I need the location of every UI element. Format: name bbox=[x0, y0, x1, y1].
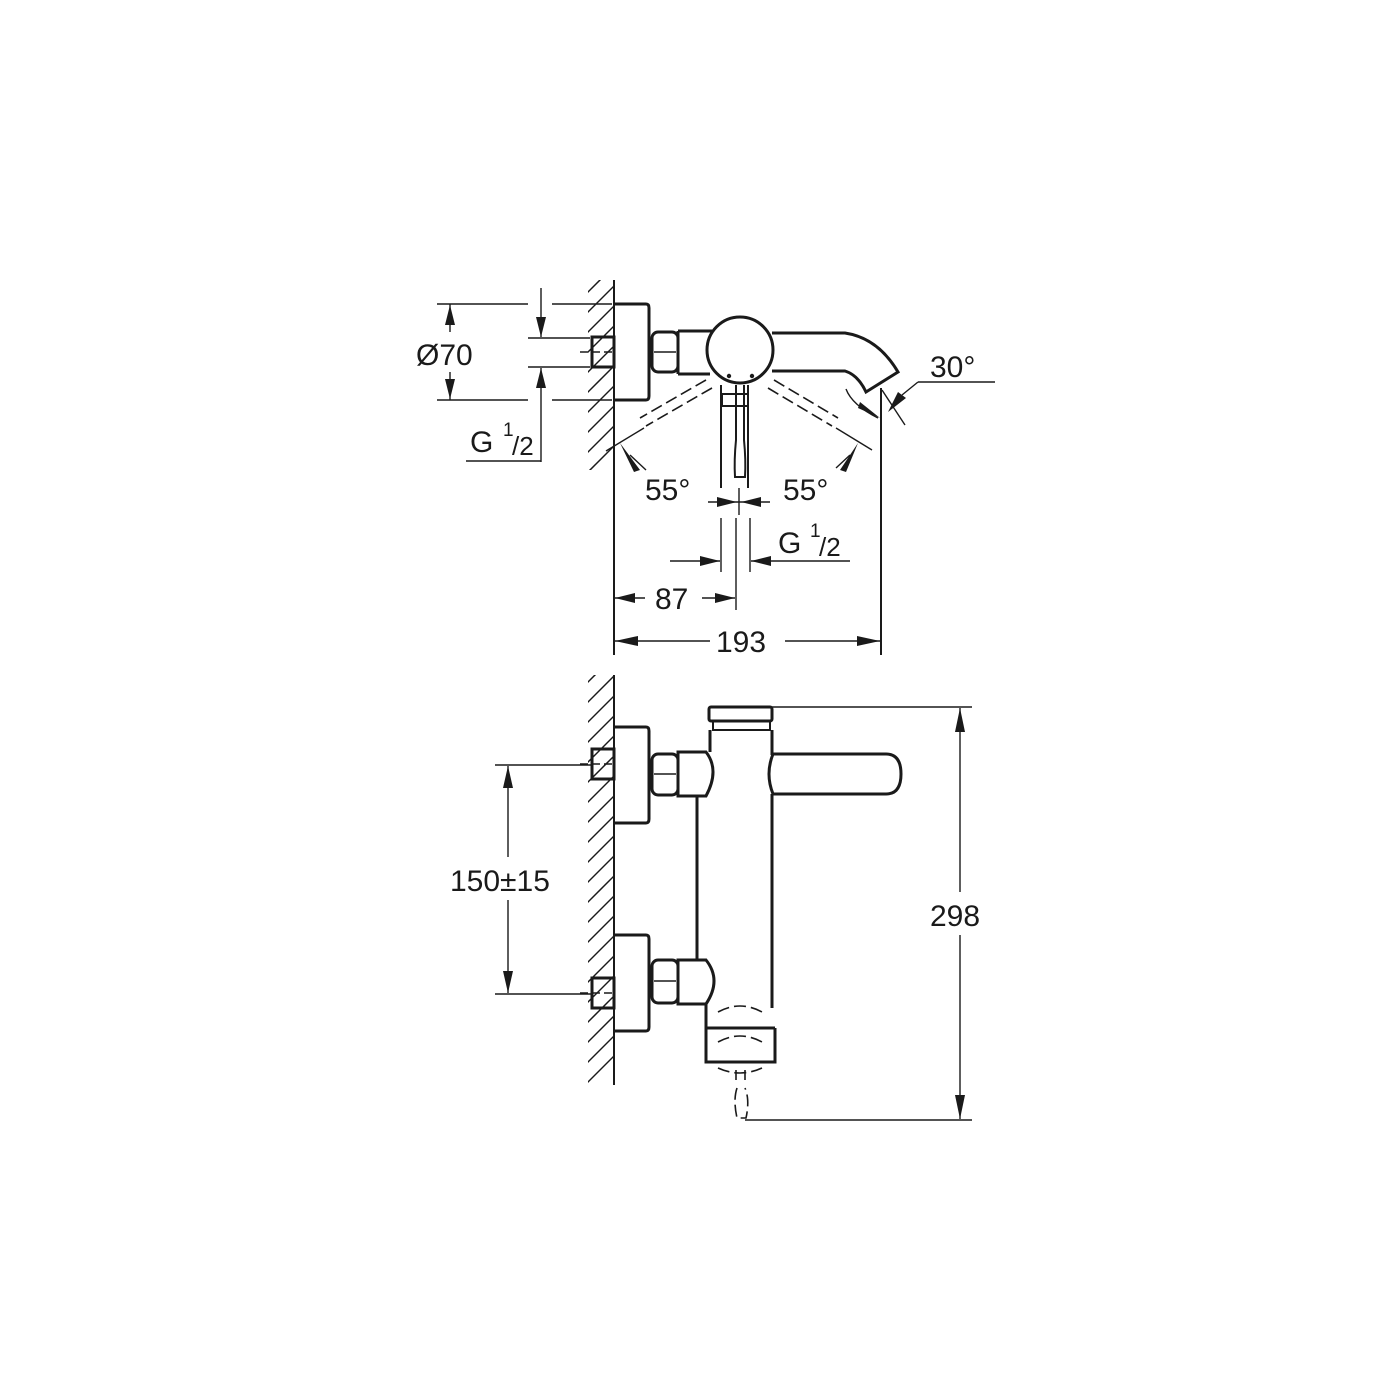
dim-193: 193 bbox=[615, 626, 880, 659]
angle-right-label: 55° bbox=[783, 474, 828, 507]
svg-text:/2: /2 bbox=[512, 431, 534, 461]
dim-connection-thread: G 1 /2 bbox=[466, 288, 590, 462]
svg-text:87: 87 bbox=[655, 583, 688, 616]
left-swivel-dashed bbox=[605, 379, 713, 452]
right-swivel-dashed bbox=[767, 379, 873, 451]
svg-text:193: 193 bbox=[716, 626, 766, 659]
dim-overall-height: 298 bbox=[745, 706, 980, 1121]
svg-text:G: G bbox=[470, 426, 493, 459]
svg-text:G: G bbox=[778, 527, 801, 560]
spout-top bbox=[772, 331, 901, 395]
svg-text:150±15: 150±15 bbox=[450, 865, 550, 898]
svg-text:1: 1 bbox=[810, 521, 821, 542]
angle-spout-label: 30° bbox=[930, 351, 975, 384]
upper-connection bbox=[580, 725, 715, 825]
angle-left-label: 55° bbox=[645, 474, 690, 507]
lever-front bbox=[767, 752, 903, 796]
lever-top bbox=[720, 385, 749, 488]
dim-connection-centres: 150±15 bbox=[450, 764, 592, 995]
wall-hatch-top bbox=[588, 280, 614, 470]
mixer-body-front bbox=[695, 705, 777, 1119]
front-view: 150±15 298 bbox=[450, 675, 980, 1121]
rosette-top bbox=[614, 302, 651, 402]
wall-hatch-front bbox=[588, 675, 614, 1084]
mixer-body-top bbox=[705, 315, 775, 385]
svg-text:1: 1 bbox=[503, 420, 514, 441]
dim-diameter: Ø70 bbox=[416, 303, 612, 401]
dim-diameter-label: Ø70 bbox=[416, 339, 473, 372]
dim-87: 87 bbox=[615, 583, 735, 616]
dim-outlet-thread: G 1 /2 bbox=[670, 518, 850, 610]
lower-connection bbox=[580, 933, 716, 1033]
svg-text:/2: /2 bbox=[819, 532, 841, 562]
svg-text:298: 298 bbox=[930, 900, 980, 933]
top-view: Ø70 G 1 /2 55° 55° 30° bbox=[416, 280, 995, 659]
